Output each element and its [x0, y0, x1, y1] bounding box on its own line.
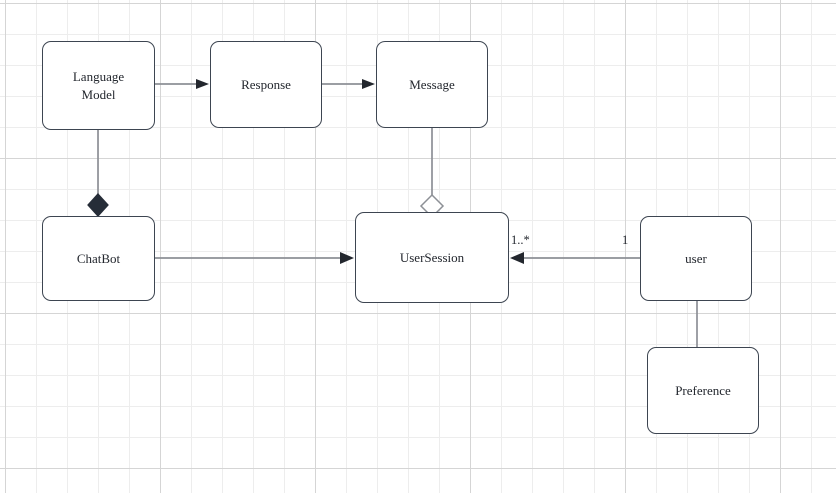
- edge-languagemodel-response: [155, 79, 209, 89]
- node-usersession-label: UserSession: [399, 249, 465, 265]
- node-language-model[interactable]: Language Model: [42, 41, 155, 130]
- edge-user-usersession: [510, 252, 640, 264]
- node-language-model-label: Language Model: [72, 69, 125, 102]
- node-message[interactable]: Message: [376, 41, 488, 128]
- node-chatbot[interactable]: ChatBot: [42, 216, 155, 301]
- node-preference[interactable]: Preference: [647, 347, 759, 434]
- node-usersession[interactable]: UserSession: [355, 212, 509, 303]
- edge-chatbot-usersession: [155, 252, 354, 264]
- multiplicity-user-end: 1: [622, 233, 629, 247]
- node-response-label: Response: [241, 76, 291, 92]
- edge-languagemodel-chatbot: [87, 130, 109, 217]
- node-preference-label: Preference: [675, 382, 731, 398]
- node-user-label: user: [685, 250, 707, 266]
- node-message-label: Message: [409, 76, 455, 92]
- node-response[interactable]: Response: [210, 41, 322, 128]
- node-chatbot-label: ChatBot: [76, 250, 121, 266]
- node-user[interactable]: user: [640, 216, 752, 301]
- edge-message-usersession: [419, 128, 445, 219]
- multiplicity-usersession-end: 1..*: [511, 233, 530, 247]
- edge-response-message: [322, 79, 375, 89]
